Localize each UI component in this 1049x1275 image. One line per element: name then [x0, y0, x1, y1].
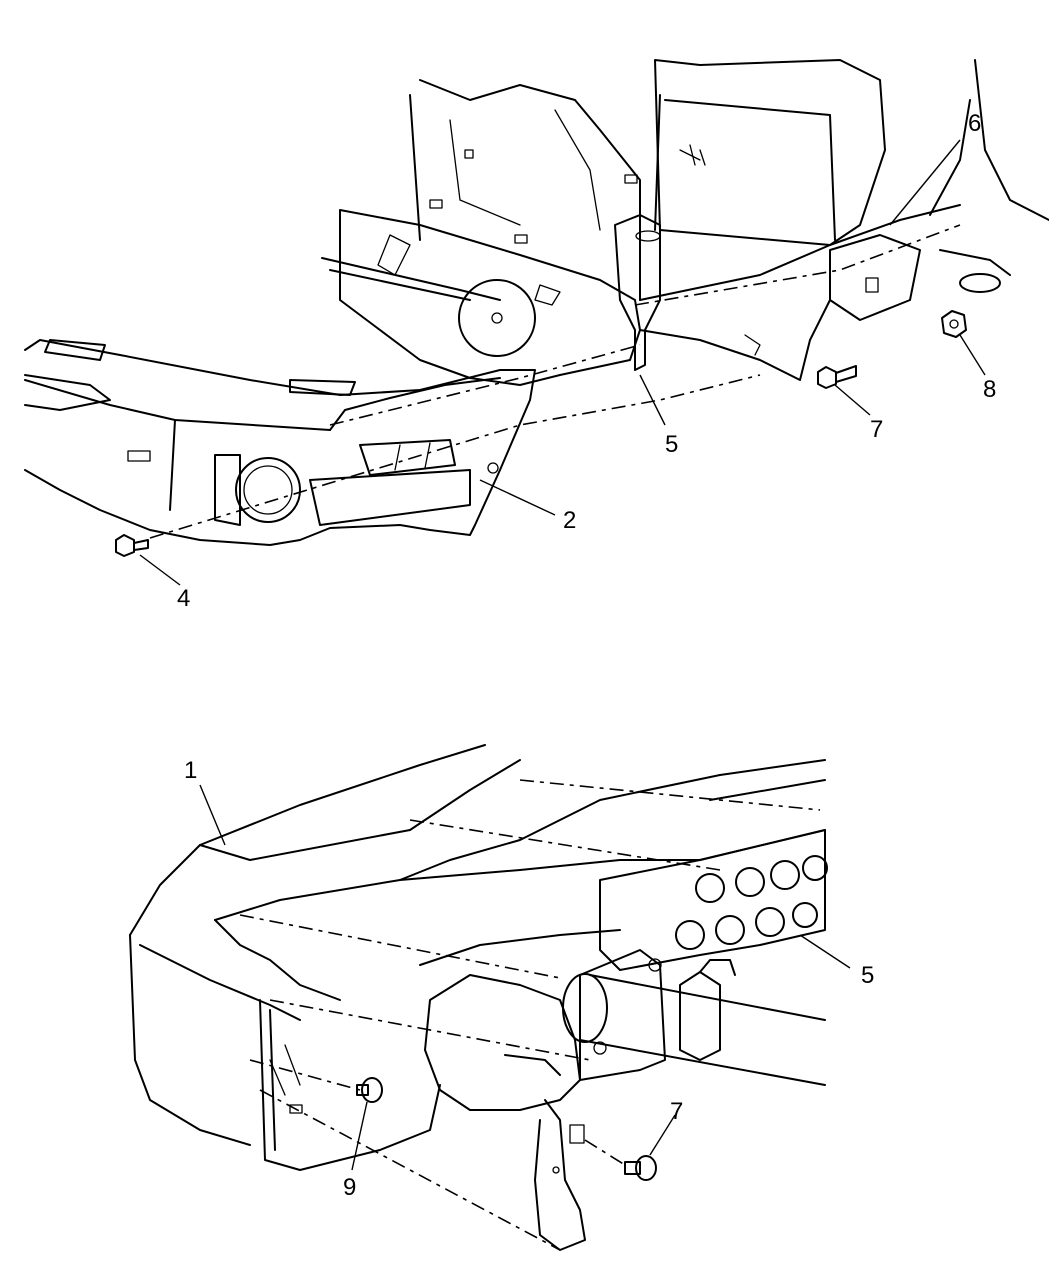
callout-7-top: 7: [870, 416, 883, 443]
bumper-fascia: [129, 744, 721, 1171]
fastener-4-icon: [115, 534, 149, 557]
callout-8: 8: [983, 376, 996, 403]
bottom-view: [129, 744, 851, 1251]
callout-1: 1: [184, 757, 197, 784]
center-line: [249, 1059, 361, 1091]
top-view: [24, 59, 1049, 586]
callout-5-bottom: 5: [861, 962, 874, 989]
callout-2: 2: [563, 507, 576, 534]
nut-8-icon: [941, 310, 967, 338]
frame-rail: [321, 79, 641, 386]
mounting-bracket: [614, 214, 661, 371]
callout-4: 4: [177, 585, 190, 612]
center-line: [329, 344, 641, 426]
callout-6: 6: [968, 110, 981, 137]
tube-assembly: [562, 949, 826, 1086]
bumper-top: [24, 339, 536, 546]
reinforcement-bar: [399, 829, 826, 1251]
center-line: [239, 914, 561, 979]
callout-7-bottom: 7: [670, 1098, 683, 1125]
frame-rail-bottom: [599, 759, 828, 971]
callout-5-top: 5: [665, 431, 678, 458]
center-line: [269, 999, 591, 1061]
fastener-7-bottom-icon: [624, 1155, 657, 1181]
callouts: 2 4 5 6 7 8 1 5 9 7: [177, 110, 996, 1201]
fastener-7-top-icon: [817, 365, 857, 389]
body-panel: [639, 59, 1049, 381]
callout-9: 9: [343, 1174, 356, 1201]
center-line: [149, 374, 761, 539]
center-line: [519, 779, 821, 811]
fastener-9-icon: [356, 1077, 383, 1103]
center-line: [584, 1139, 626, 1166]
center-line: [634, 224, 961, 306]
center-line: [259, 1089, 561, 1251]
center-line: [409, 819, 721, 871]
